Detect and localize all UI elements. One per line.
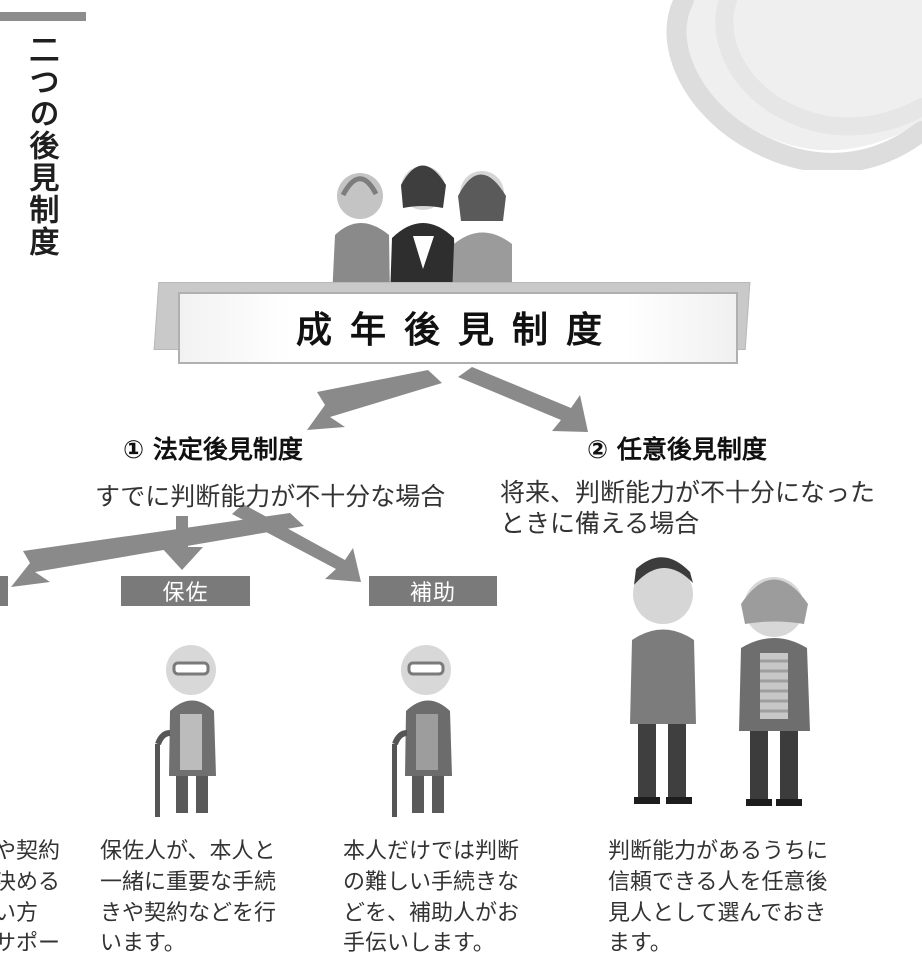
top-accent-bar — [0, 12, 86, 21]
hojo-label: 補助 — [369, 576, 497, 606]
elderly-person-hojo-illustration — [392, 645, 452, 817]
vertical-title: 二つの後見制度 — [23, 34, 59, 258]
hosa-label: 保佐 — [121, 576, 250, 606]
man-illustration — [630, 557, 696, 804]
partial-left-description: や契約決めるい方サポー — [0, 839, 61, 957]
banner-box — [178, 292, 738, 364]
voluntary-guardianship-description: 判断能力があるうちに信頼できる人を任意後見人として選んでおきます。 — [608, 839, 829, 957]
woman-illustration — [739, 577, 810, 806]
right-section-subtitle: 将来、判断能力が不十分になったときに備える場合 — [500, 478, 876, 539]
hosa-description: 保佐人が、本人と一緒に重要な手続きや契約などを行います。 — [100, 839, 277, 957]
swirl-decoration — [666, 0, 922, 170]
people-group-illustration — [332, 165, 512, 298]
elderly-person-hosa-illustration — [155, 645, 216, 817]
partial-label-box — [0, 576, 8, 606]
right-section-title: ② 任意後見制度 — [587, 435, 767, 464]
left-section-title: ① 法定後見制度 — [123, 435, 303, 464]
hojo-description: 本人だけでは判断の難しい手続きなどを、補助人がお手伝いします。 — [343, 839, 520, 957]
banner-title: 成年後見制度 — [295, 310, 620, 351]
left-section-subtitle: すでに判断能力が不十分な場合 — [95, 482, 446, 511]
